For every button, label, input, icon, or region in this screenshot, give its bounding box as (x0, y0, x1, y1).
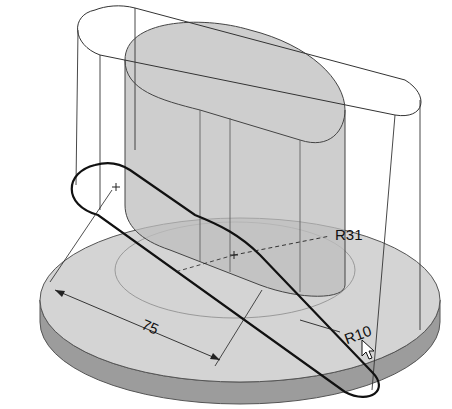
dimension-radius: R31 (333, 226, 365, 243)
